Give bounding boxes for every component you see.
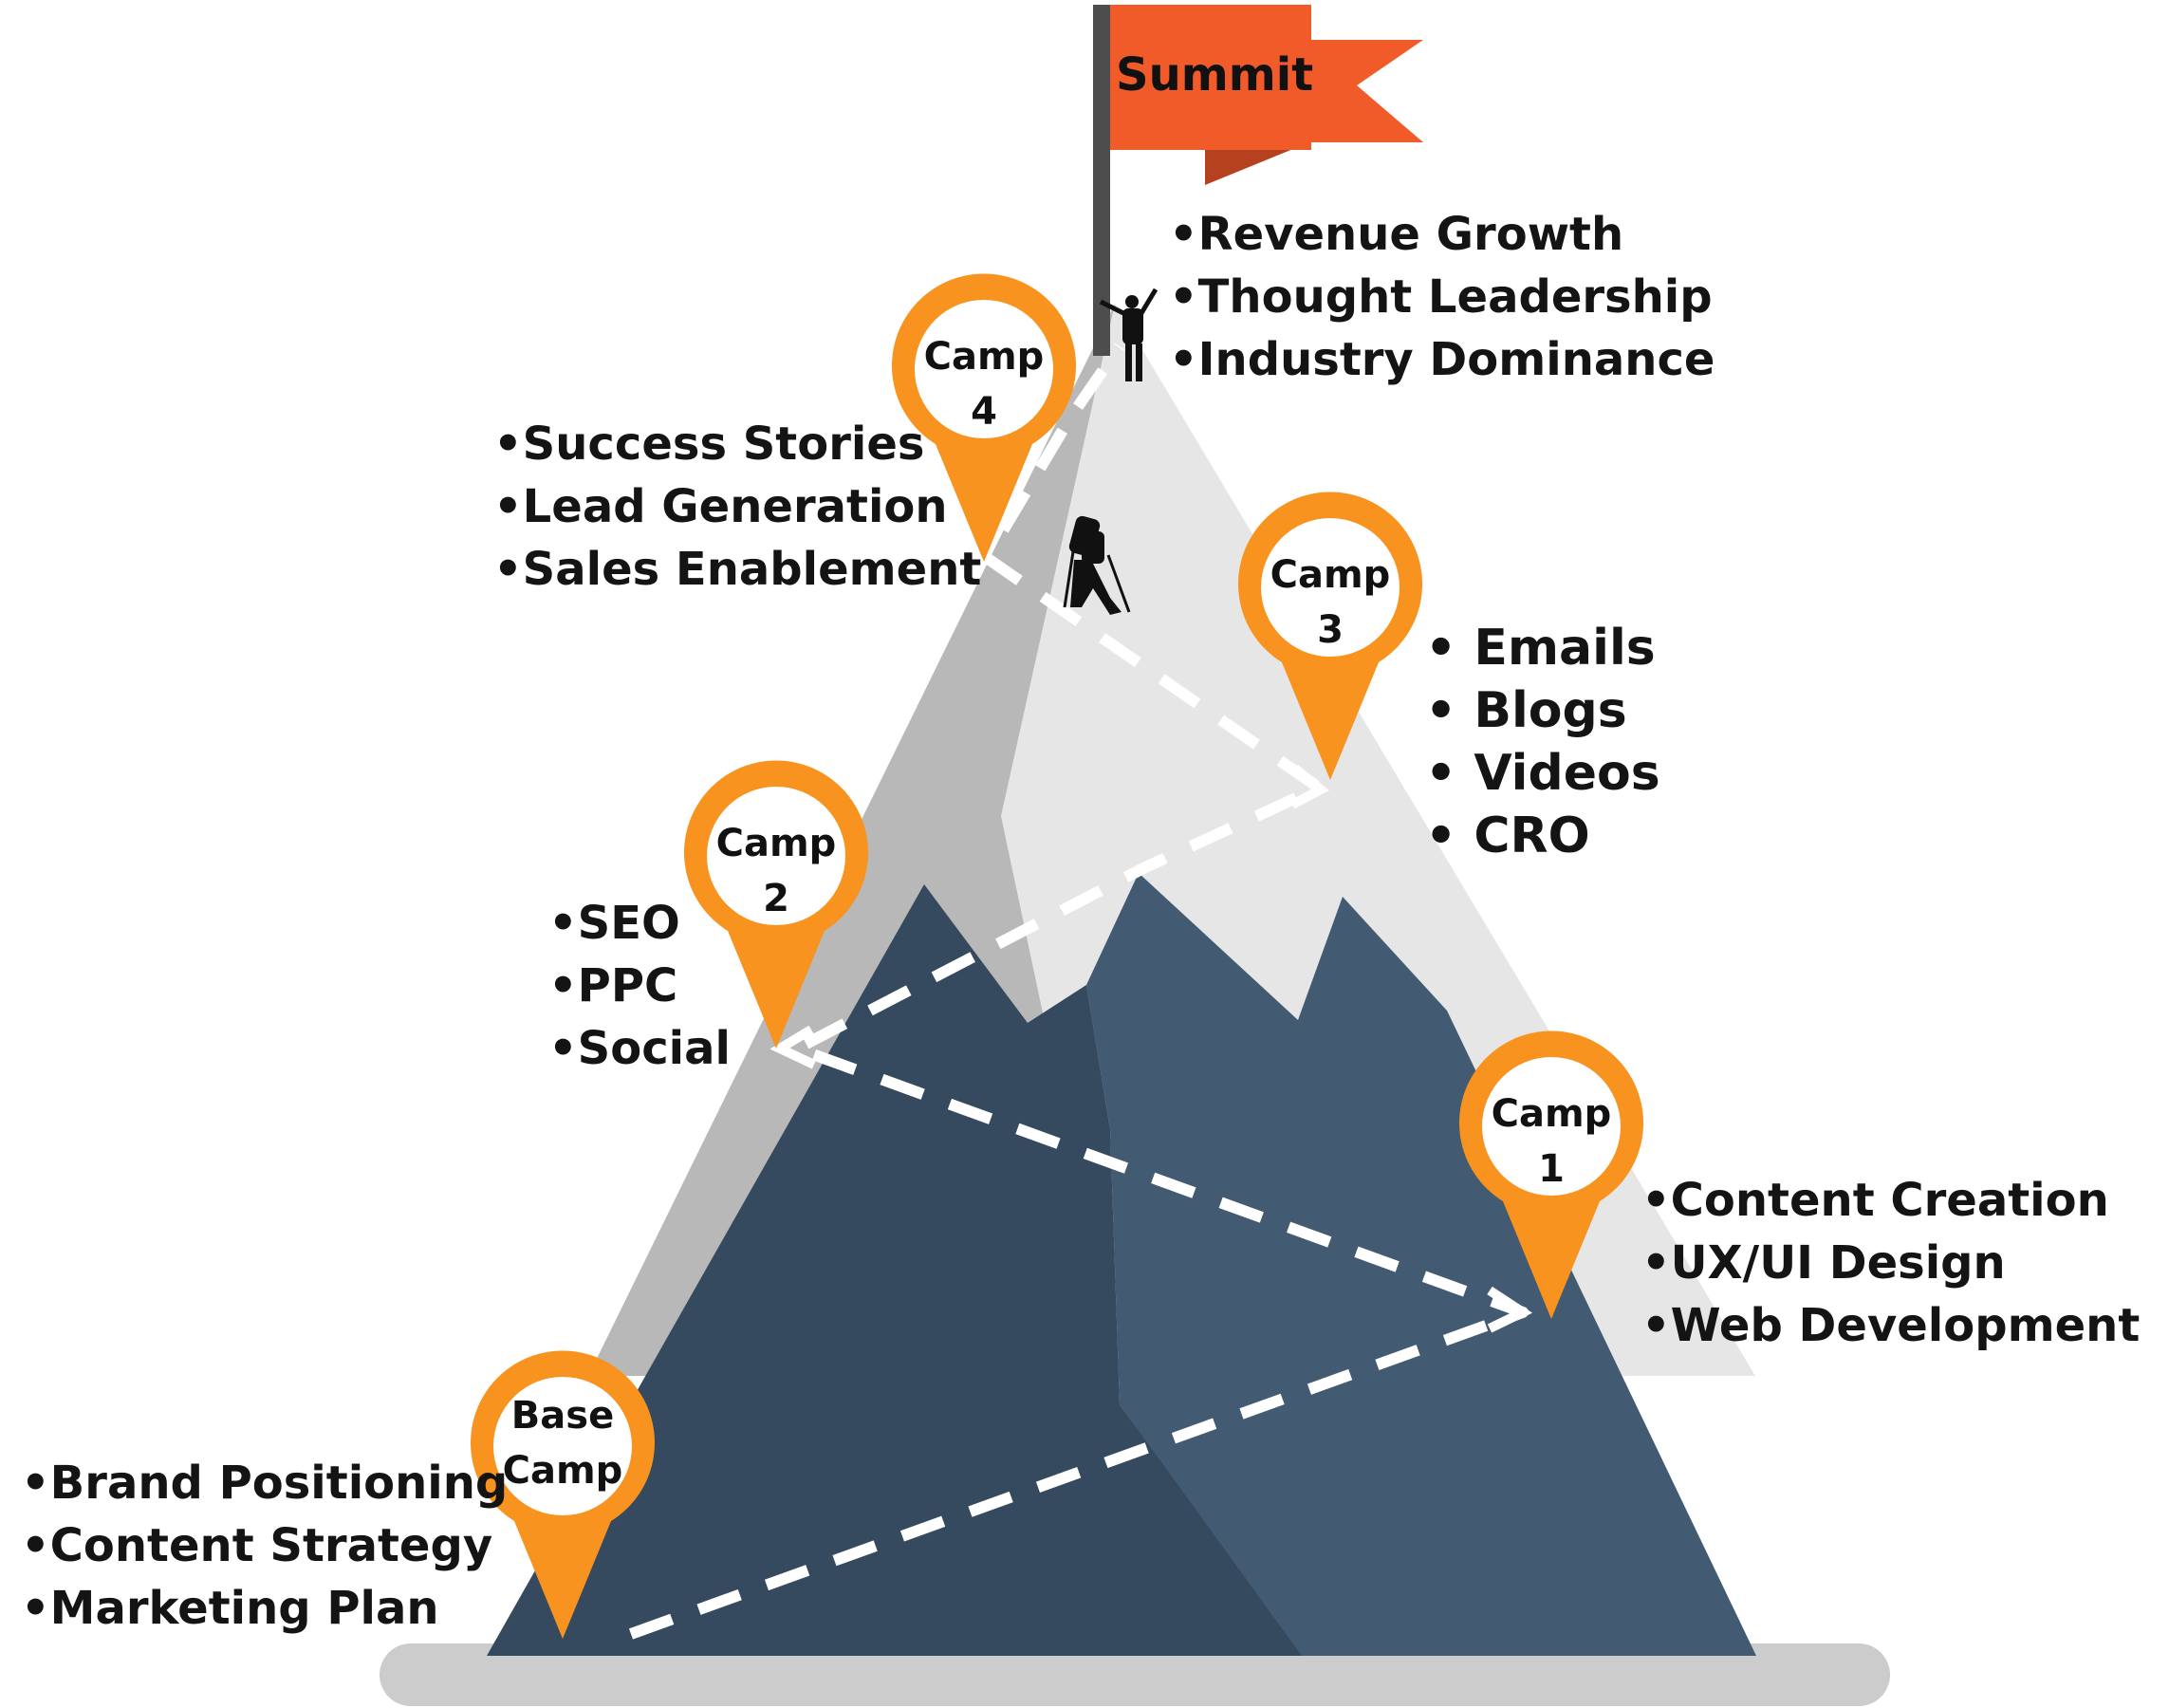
camp4-pin[interactable]: Camp 4 xyxy=(891,273,1076,562)
path-arrow-camp3 xyxy=(1289,765,1329,809)
camp4-pin-label-line2: 4 xyxy=(971,390,997,434)
camp1-list: •Content Creation •UX/UI Design •Web Dev… xyxy=(1641,1169,2140,1357)
climb-path xyxy=(628,343,1529,1640)
summit-goals-list: •Revenue Growth •Thought Leadership •Ind… xyxy=(1169,203,1715,391)
ground-bar xyxy=(380,1643,1890,1706)
list-item: •Marketing Plan xyxy=(21,1582,439,1635)
flag-label: Summit xyxy=(1116,48,1313,102)
camp1-pin[interactable]: Camp 1 xyxy=(1459,1030,1643,1319)
list-item: •PPC xyxy=(548,959,678,1012)
flag-pole xyxy=(1093,5,1110,356)
list-item: •Success Stories xyxy=(493,418,925,471)
list-item: •Content Strategy xyxy=(21,1519,493,1572)
list-item: •Web Development xyxy=(1641,1299,2141,1352)
list-item: •Industry Dominance xyxy=(1169,333,1715,386)
mountain-right-face xyxy=(1086,873,1756,1656)
summit-climber-icon xyxy=(1099,288,1159,381)
list-item: •Revenue Growth xyxy=(1169,208,1624,261)
path-arrow-camp2 xyxy=(769,1025,817,1069)
camp1-pin-label-line2: 1 xyxy=(1538,1147,1565,1191)
camp1-pin-label-line1: Camp xyxy=(1492,1092,1612,1136)
list-item: • Emails xyxy=(1425,620,1656,677)
base-camp-pin[interactable]: Base Camp xyxy=(471,1350,655,1639)
list-item: •Brand Positioning xyxy=(21,1457,509,1510)
camp2-pin-label-line2: 2 xyxy=(763,877,789,920)
list-item: • Blogs xyxy=(1425,682,1627,739)
list-item: •Content Creation xyxy=(1641,1174,2109,1227)
camp2-list: •SEO •PPC •Social xyxy=(548,892,731,1080)
base-camp-pin-label-line2: Camp xyxy=(503,1449,623,1493)
list-item: •Social xyxy=(548,1022,731,1075)
base-camp-list: •Brand Positioning •Content Strategy •Ma… xyxy=(21,1452,508,1640)
camp3-pin-center xyxy=(1261,518,1400,657)
camp2-pin-label-line1: Camp xyxy=(716,822,837,865)
list-item: •Lead Generation xyxy=(493,480,948,533)
path-arrow-camp1 xyxy=(1487,1286,1533,1333)
camp4-pin-label-line1: Camp xyxy=(924,335,1045,379)
hiker-icon xyxy=(1063,515,1131,615)
camp3-pin-label-line2: 3 xyxy=(1317,608,1344,652)
camp2-pin-center xyxy=(707,787,845,925)
base-camp-pin-label-line1: Base xyxy=(511,1394,614,1438)
list-item: •SEO xyxy=(548,897,680,950)
flag-banner xyxy=(1110,5,1311,150)
mountain-left-face xyxy=(487,884,1302,1656)
flag-fold-shadow xyxy=(1205,142,1309,185)
base-camp-pin-center xyxy=(493,1377,632,1515)
list-item: • CRO xyxy=(1425,808,1590,864)
list-item: • Videos xyxy=(1425,745,1660,802)
camp3-pin-label-line1: Camp xyxy=(1270,553,1391,597)
camp2-pin[interactable]: Camp 2 xyxy=(683,760,868,1049)
camp3-list: • Emails • Blogs • Videos • CRO xyxy=(1425,617,1660,867)
list-item: •Sales Enablement xyxy=(493,543,982,596)
camp3-pin[interactable]: Camp 3 xyxy=(1238,492,1422,780)
camp4-pin-center xyxy=(915,300,1053,438)
camp1-pin-center xyxy=(1482,1057,1621,1196)
list-item: •Thought Leadership xyxy=(1169,270,1713,324)
camp4-list: •Success Stories •Lead Generation •Sales… xyxy=(493,413,981,601)
list-item: •UX/UI Design xyxy=(1641,1236,2006,1290)
